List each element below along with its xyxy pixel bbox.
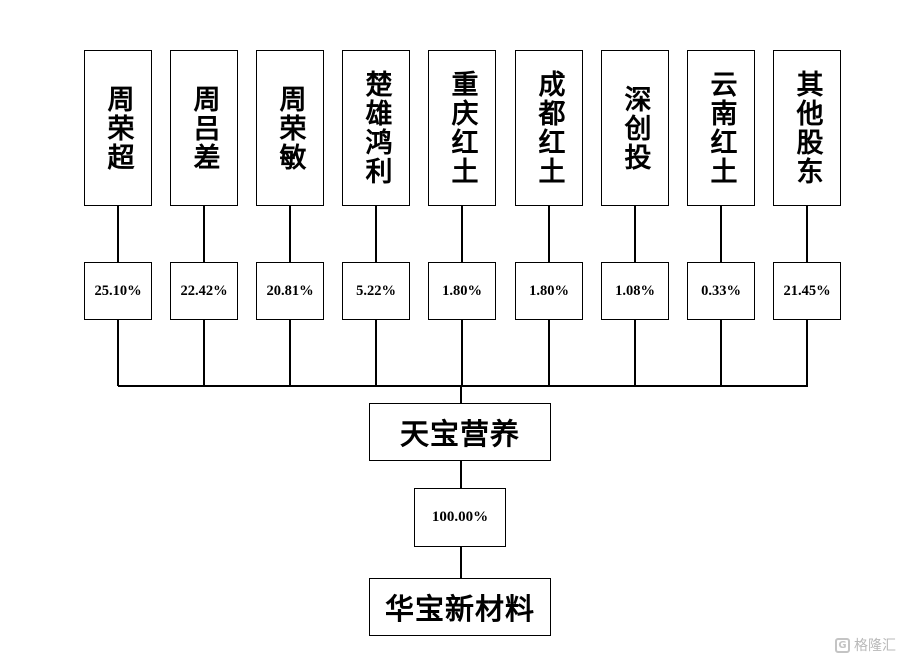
parent-to-pct-line bbox=[460, 461, 462, 488]
pct-connector-line bbox=[720, 320, 722, 386]
subsidiary-name: 华宝新材料 bbox=[384, 592, 535, 626]
shareholder-connector-line bbox=[634, 206, 636, 262]
shareholder-name: 重庆红土 bbox=[446, 70, 478, 186]
parent-company-name: 天宝营养 bbox=[399, 417, 520, 451]
shareholder-box: 周吕差 bbox=[170, 50, 238, 206]
shareholder-name: 其他股东 bbox=[791, 70, 823, 186]
watermark-text: 格隆汇 bbox=[854, 638, 896, 654]
shareholder-box: 重庆红土 bbox=[428, 50, 496, 206]
shareholder-box: 成都红土 bbox=[515, 50, 583, 206]
shareholding-pct-box: 22.42% bbox=[170, 262, 238, 320]
shareholder-name: 云南红土 bbox=[705, 70, 737, 186]
shareholder-name: 周荣敏 bbox=[274, 84, 306, 172]
shareholder-connector-line bbox=[117, 206, 119, 262]
shareholding-pct-label: 1.08% bbox=[615, 282, 655, 299]
watermark-logo-icon: G bbox=[835, 637, 850, 653]
parent-company-box: 天宝营养 bbox=[369, 403, 551, 461]
shareholder-name: 楚雄鸿利 bbox=[360, 70, 392, 186]
shareholding-pct-box: 1.08% bbox=[601, 262, 669, 320]
pct-connector-line bbox=[634, 320, 636, 386]
shareholding-pct-label: 5.22% bbox=[356, 282, 396, 299]
shareholder-box: 周荣超 bbox=[84, 50, 152, 206]
shareholding-pct-box: 1.80% bbox=[428, 262, 496, 320]
shareholding-pct-box: 21.45% bbox=[773, 262, 841, 320]
shareholder-connector-line bbox=[720, 206, 722, 262]
shareholder-name: 成都红土 bbox=[533, 70, 565, 186]
ownership-pct-box: 100.00% bbox=[414, 488, 506, 547]
shareholder-name: 周吕差 bbox=[188, 84, 220, 172]
shareholder-box: 其他股东 bbox=[773, 50, 841, 206]
shareholding-pct-label: 1.80% bbox=[529, 282, 569, 299]
shareholding-pct-box: 1.80% bbox=[515, 262, 583, 320]
shareholder-connector-line bbox=[289, 206, 291, 262]
shareholder-box: 云南红土 bbox=[687, 50, 755, 206]
shareholding-pct-label: 22.42% bbox=[180, 282, 228, 299]
pct-connector-line bbox=[289, 320, 291, 386]
shareholder-connector-line bbox=[806, 206, 808, 262]
shareholder-connector-line bbox=[203, 206, 205, 262]
shareholding-pct-label: 0.33% bbox=[701, 282, 741, 299]
shareholding-pct-label: 25.10% bbox=[94, 282, 142, 299]
shareholding-pct-box: 20.81% bbox=[256, 262, 324, 320]
pct-connector-line bbox=[461, 320, 463, 386]
shareholding-pct-box: 5.22% bbox=[342, 262, 410, 320]
shareholding-pct-box: 0.33% bbox=[687, 262, 755, 320]
shareholding-pct-label: 21.45% bbox=[783, 282, 831, 299]
shareholding-pct-box: 25.10% bbox=[84, 262, 152, 320]
shareholder-box: 深创投 bbox=[601, 50, 669, 206]
trunk-line bbox=[460, 385, 462, 403]
shareholder-name: 深创投 bbox=[619, 84, 651, 172]
pct-connector-line bbox=[203, 320, 205, 386]
shareholding-pct-label: 1.80% bbox=[442, 282, 482, 299]
shareholding-pct-label: 20.81% bbox=[266, 282, 314, 299]
pct-connector-line bbox=[375, 320, 377, 386]
subsidiary-box: 华宝新材料 bbox=[369, 578, 551, 636]
shareholder-name: 周荣超 bbox=[102, 84, 134, 172]
ownership-pct-label: 100.00% bbox=[431, 509, 489, 525]
shareholder-box: 周荣敏 bbox=[256, 50, 324, 206]
holder-bus-line bbox=[118, 385, 808, 387]
watermark: G 格隆汇 bbox=[835, 635, 896, 655]
shareholder-connector-line bbox=[375, 206, 377, 262]
pct-connector-line bbox=[548, 320, 550, 386]
pct-to-child-line bbox=[460, 547, 462, 578]
pct-connector-line bbox=[806, 320, 808, 386]
shareholder-connector-line bbox=[461, 206, 463, 262]
shareholder-box: 楚雄鸿利 bbox=[342, 50, 410, 206]
shareholder-connector-line bbox=[548, 206, 550, 262]
pct-connector-line bbox=[117, 320, 119, 386]
